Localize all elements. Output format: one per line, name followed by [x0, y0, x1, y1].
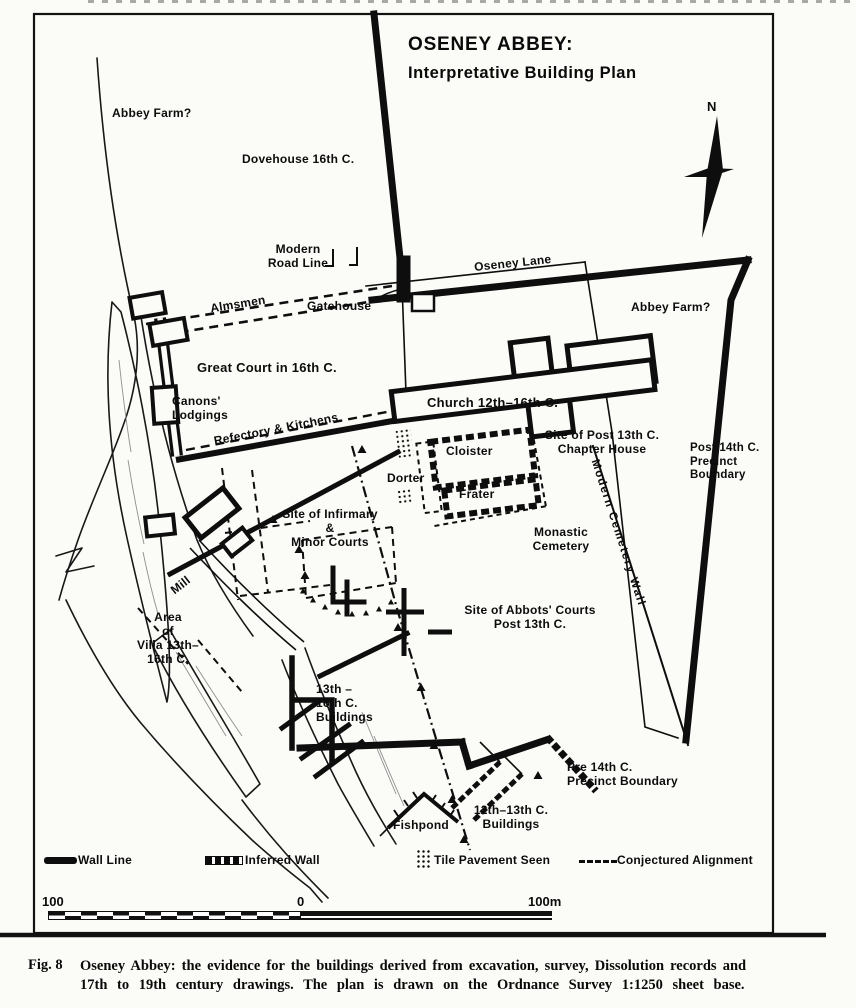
- label-dovehouse: Dovehouse 16th C.: [242, 152, 355, 166]
- label-gatehouse: Gatehouse: [307, 299, 372, 313]
- abbots-courts-wall-fragments: [386, 588, 452, 656]
- label-great-court: Great Court in 16th C.: [197, 360, 337, 375]
- label-buildings-13-16: 13th – 16th C. Buildings: [316, 682, 373, 725]
- label-villa: Area of Villa 13th– 16th C.: [137, 610, 199, 667]
- map-title-line1: OSENEY ABBEY:: [408, 34, 574, 55]
- church-outline: [388, 332, 659, 440]
- caption-text: Oseney Abbey: the evidence for the build…: [80, 957, 830, 995]
- legend-wall-line-label: Wall Line: [78, 853, 133, 867]
- east-buildings-walls: [450, 734, 599, 822]
- frater-outline: [440, 475, 543, 520]
- label-cloister: Cloister: [446, 444, 493, 458]
- cropped-text-remnant: [88, 0, 856, 3]
- cloister-outline: [426, 426, 539, 491]
- legend-inferred-wall-label: Inferred Wall: [245, 853, 320, 867]
- figure-frame: [0, 12, 826, 938]
- pre14-boundary-line: [544, 734, 599, 794]
- label-buildings-12-13: 12th–13th C. Buildings: [473, 803, 549, 832]
- road-line-tick: [325, 249, 334, 267]
- caption-line1: Oseney Abbey: the evidence for the build…: [80, 958, 747, 974]
- label-post14-boundary: Post 14th C. Precinct Boundary: [690, 442, 760, 482]
- fishpond-outline: [379, 791, 460, 837]
- label-modern-road-line: Modern Road Line: [267, 242, 329, 271]
- caption-line2: 17th to 19th century drawings. The plan …: [80, 977, 745, 993]
- label-chapter-house: Site of Post 13th C. Chapter House: [544, 428, 660, 457]
- legend-conjectured-alignment-label: Conjectured Alignment: [617, 853, 753, 867]
- stream-lines: [55, 57, 397, 903]
- dorter-outline: [415, 440, 443, 515]
- label-dorter: Dorter: [387, 471, 425, 485]
- legend-tile-pavement-label: Tile Pavement Seen: [434, 853, 551, 867]
- caption-fig-number: Fig. 8: [28, 957, 63, 973]
- road-line-tick: [349, 247, 358, 266]
- scale-zero-value: 0: [297, 894, 305, 909]
- scale-left-value: 100: [42, 894, 64, 909]
- label-abbey-farm-ne: Abbey Farm?: [631, 300, 711, 314]
- label-fishpond: Fishpond: [393, 818, 449, 832]
- modern-cemetery-wall-line: [591, 444, 690, 747]
- conjectured-alignment-swatch-icon: [579, 860, 617, 863]
- label-abbey-farm-nw: Abbey Farm?: [112, 106, 192, 120]
- north-label: N: [707, 99, 717, 114]
- label-frater: Frater: [459, 487, 495, 501]
- inferred-wall-swatch-icon: [205, 856, 243, 865]
- scale-bar-solid: [301, 911, 552, 920]
- label-pre14-boundary: Pre 14th C. Precinct Boundary: [567, 760, 678, 789]
- scale-bar-checkered: [48, 911, 301, 920]
- map-title-line2: Interpretative Building Plan: [408, 64, 637, 82]
- tile-pavement-swatch-icon: [416, 849, 431, 870]
- label-monastic-cemetery: Monastic Cemetery: [532, 525, 590, 554]
- stream-hatching: [118, 359, 405, 807]
- label-canons-lodgings: Canons' Lodgings: [172, 394, 228, 423]
- mill-complex: [142, 484, 305, 651]
- tile-pavement-patch: [395, 429, 414, 458]
- wall-line-swatch-icon: [44, 857, 77, 864]
- triangle-markers: [268, 445, 543, 843]
- tile-pavement-patch: [396, 487, 412, 506]
- cloister-complex: [395, 421, 547, 527]
- conjectured-alignment-dashdot: [350, 445, 472, 851]
- scale-right-value: 100m: [528, 894, 562, 909]
- label-abbots-courts: Site of Abbots' Courts Post 13th C.: [464, 603, 596, 632]
- label-church: Church 12th–16th C.: [427, 395, 559, 410]
- north-arrow-icon: [684, 116, 734, 238]
- label-infirmary: Site of Infirmary & Minor Courts: [282, 507, 378, 550]
- great-court-walls: [127, 247, 408, 463]
